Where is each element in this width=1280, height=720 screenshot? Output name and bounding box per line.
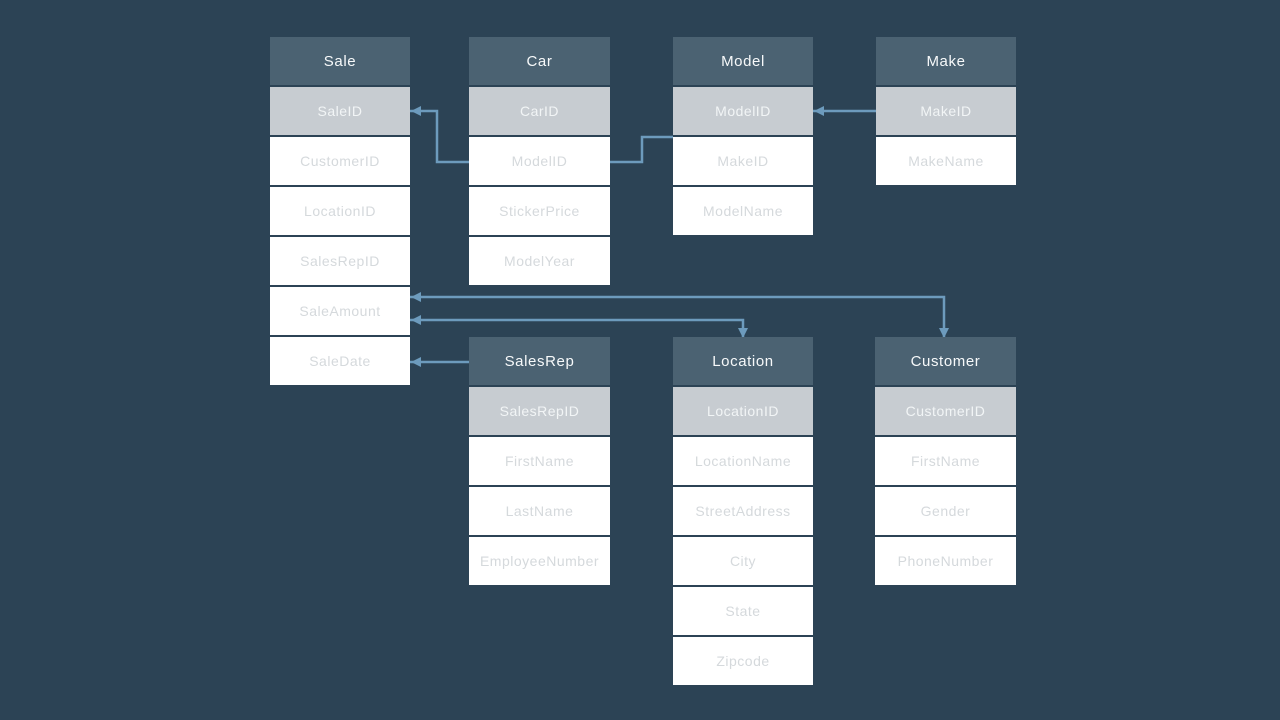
field-saleamount: SaleAmount	[270, 287, 410, 335]
field-firstname: FirstName	[875, 437, 1016, 485]
table-title-make: Make	[876, 37, 1016, 85]
connector-arrowhead	[411, 292, 421, 302]
field-saledate: SaleDate	[270, 337, 410, 385]
connector-arrowhead	[814, 106, 824, 116]
connector-arrowhead	[939, 328, 949, 338]
field-phonenumber: PhoneNumber	[875, 537, 1016, 585]
field-makename: MakeName	[876, 137, 1016, 185]
connector-arrowhead	[411, 357, 421, 367]
connector-car-modelid-to-model	[610, 135, 673, 164]
field-customerid: CustomerID	[270, 137, 410, 185]
field-firstname: FirstName	[469, 437, 610, 485]
field-state: State	[673, 587, 813, 635]
field-makeid: MakeID	[673, 137, 813, 185]
field-city: City	[673, 537, 813, 585]
table-title-salesrep: SalesRep	[469, 337, 610, 385]
field-modelyear: ModelYear	[469, 237, 610, 285]
connector-arrowhead	[411, 315, 421, 325]
field-modelid: ModelID	[469, 137, 610, 185]
primary-key-field-customerid: CustomerID	[875, 387, 1016, 435]
field-streetaddress: StreetAddress	[673, 487, 813, 535]
connector-sale-saleid-to-car	[410, 109, 469, 164]
primary-key-field-saleid: SaleID	[270, 87, 410, 135]
connector-arrowhead	[738, 328, 748, 338]
field-gender: Gender	[875, 487, 1016, 535]
field-employeenumber: EmployeeNumber	[469, 537, 610, 585]
field-locationid: LocationID	[270, 187, 410, 235]
field-lastname: LastName	[469, 487, 610, 535]
table-title-sale: Sale	[270, 37, 410, 85]
field-locationname: LocationName	[673, 437, 813, 485]
field-stickerprice: StickerPrice	[469, 187, 610, 235]
table-title-model: Model	[673, 37, 813, 85]
field-zipcode: Zipcode	[673, 637, 813, 685]
connector-sale-to-location	[410, 318, 745, 337]
primary-key-field-locationid: LocationID	[673, 387, 813, 435]
field-salesrepid: SalesRepID	[270, 237, 410, 285]
connector-sale-to-customer	[410, 295, 946, 337]
primary-key-field-carid: CarID	[469, 87, 610, 135]
table-title-location: Location	[673, 337, 813, 385]
primary-key-field-modelid: ModelID	[673, 87, 813, 135]
primary-key-field-makeid: MakeID	[876, 87, 1016, 135]
table-title-customer: Customer	[875, 337, 1016, 385]
field-modelname: ModelName	[673, 187, 813, 235]
connector-arrowhead	[411, 106, 421, 116]
table-title-car: Car	[469, 37, 610, 85]
primary-key-field-salesrepid: SalesRepID	[469, 387, 610, 435]
